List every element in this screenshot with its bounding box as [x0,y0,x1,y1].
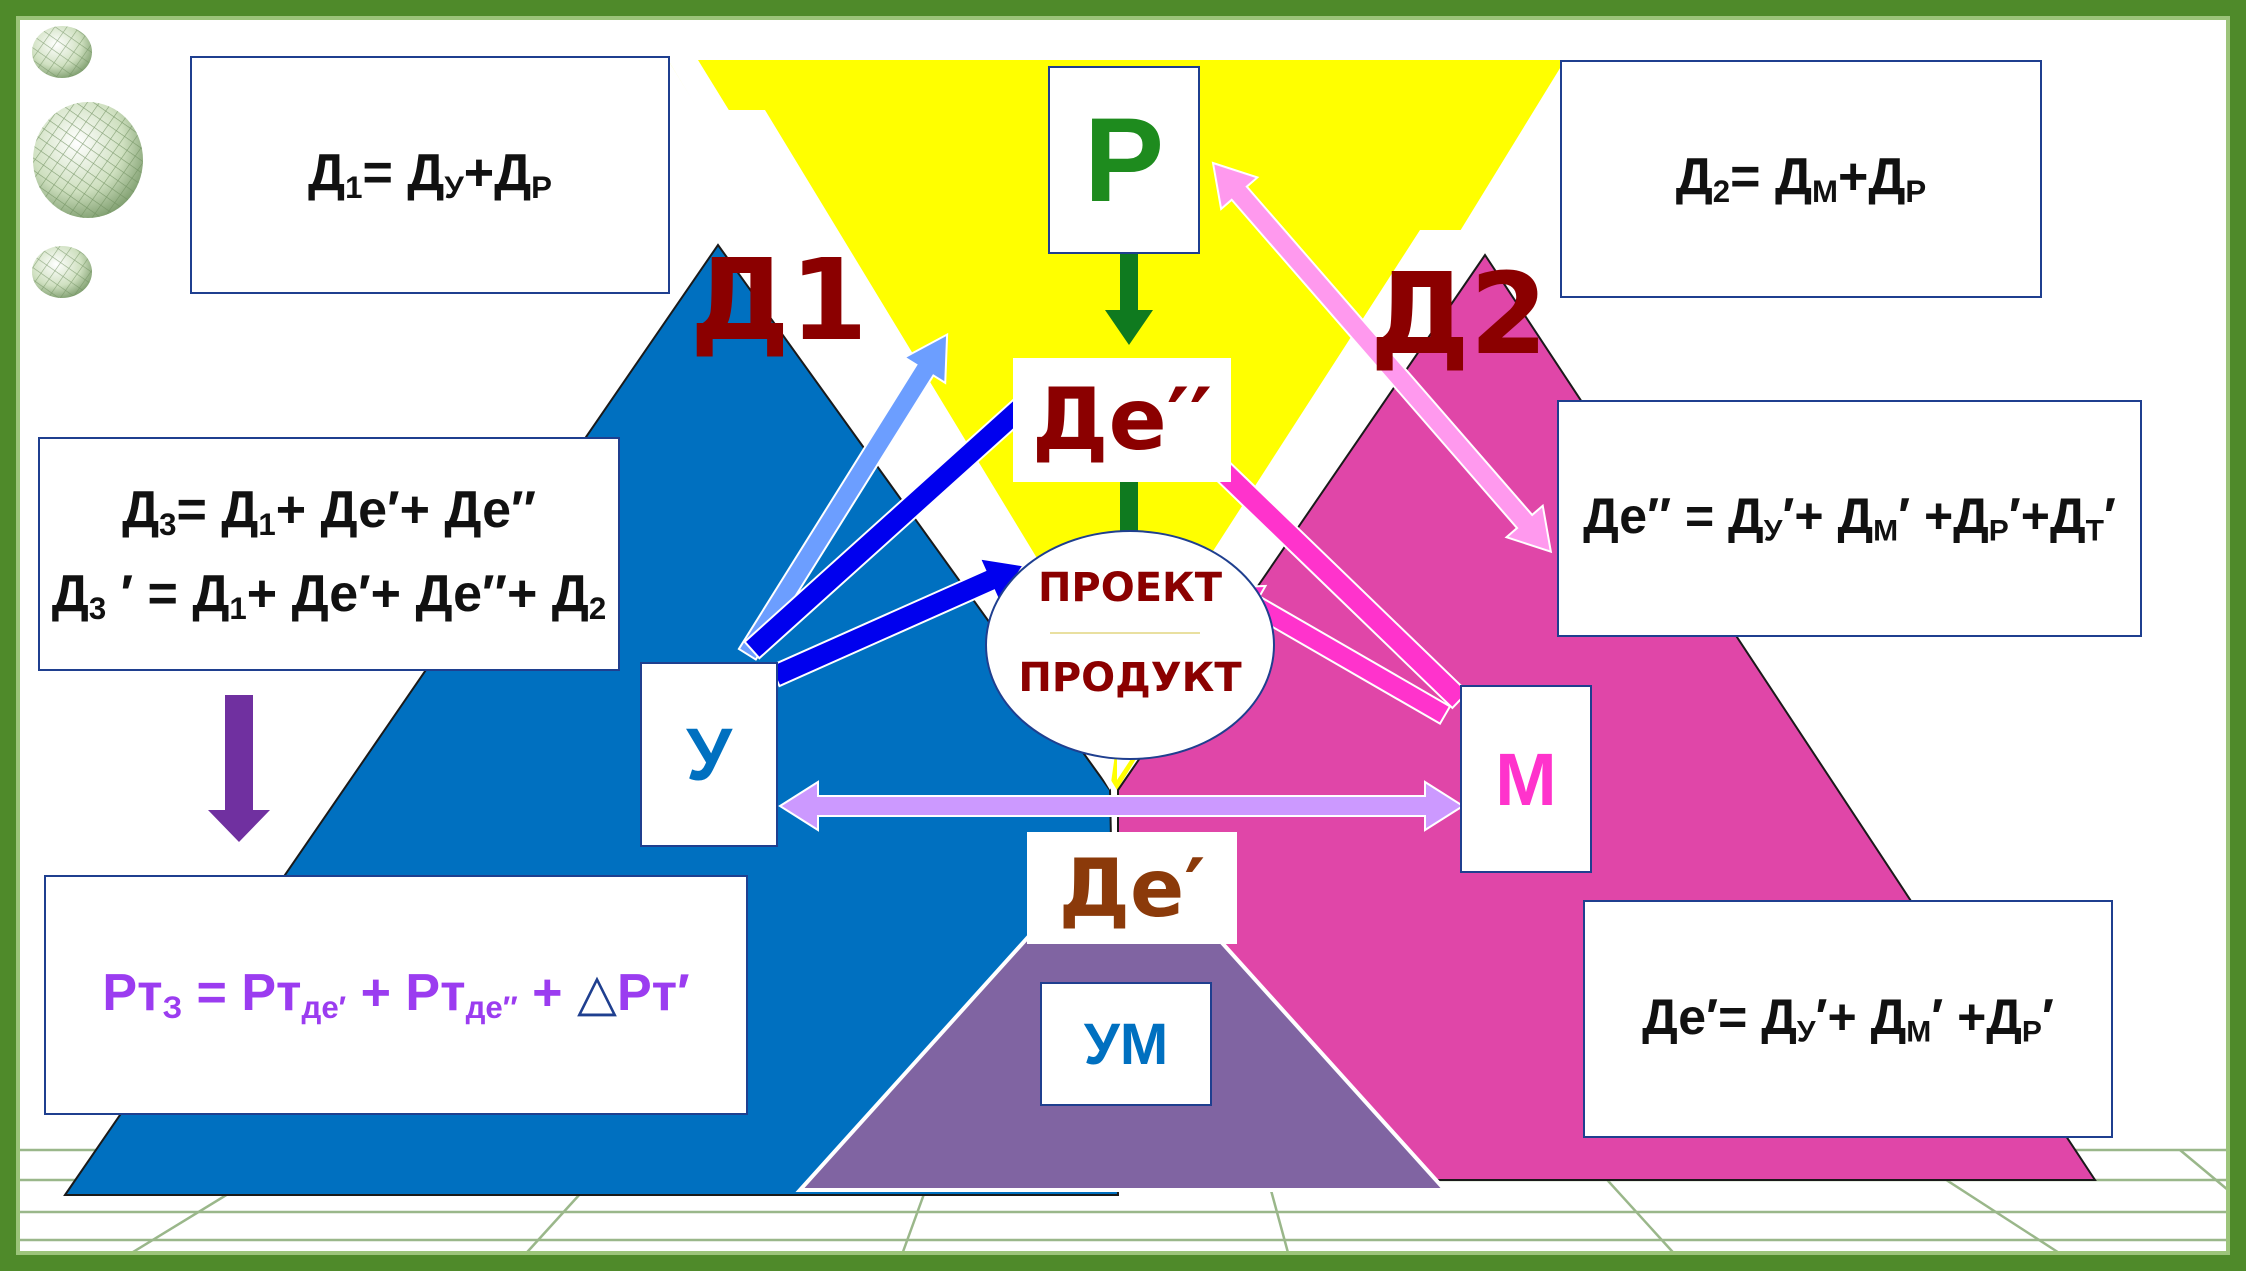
de2-sub: Р [1988,514,2009,548]
node-p: Р [1048,66,1200,254]
node-um: УМ [1040,982,1212,1106]
d3-part: Д [51,565,89,623]
de1-part: ′+ Д [1815,988,1907,1045]
node-de-double: Де′′ [1013,358,1231,482]
de1-sub: М [1906,1015,1932,1048]
de1-sub: У [1796,1015,1816,1048]
d3-part: + Де′+ Де′′+ Д [246,565,589,623]
formula-box-rt: РтЗ = Ртде′ + Ртде′′ + △Рт′ [44,875,748,1115]
de2-sub: М [1873,514,1899,548]
rt-part: Рт′ [616,964,690,1023]
d1-part: Д [308,144,346,203]
d3-sub: 3 [159,507,177,543]
de1-part: ′ [2041,988,2054,1045]
ellipse-divider [1050,632,1200,634]
formula-rt: РтЗ = Ртде′ + Ртде′′ + △Рт′ [102,963,690,1026]
formula-de-single: Де′= ДУ′+ ДМ′ +ДР′ [1642,989,2054,1050]
de2-part: ′ [2103,488,2116,544]
de1-part: ′ +Д [1931,988,2022,1045]
node-u-label: У [685,713,733,796]
d2-sub: Р [1905,173,1927,209]
node-p-label: Р [1083,93,1165,227]
de2-sub: У [1763,514,1783,548]
rt-sub: де′ [301,989,347,1025]
d3-part: Д [122,481,160,540]
d3-sub: 2 [588,590,607,626]
rt-part: Рт [102,964,163,1023]
d2-part: Д [1675,148,1713,207]
d2-part: +Д [1838,148,1906,207]
label-d1: Д1 [690,236,868,366]
d3-sub: 1 [229,590,247,626]
d3-sub: 1 [258,507,276,543]
rt-part: + Рт [346,964,466,1023]
d2-sub: М [1812,173,1838,209]
de2-part: ′+Д [2008,488,2086,544]
d3-part: ′ = Д [106,565,230,623]
formula-d2: Д2= ДМ+ДР [1676,148,1926,210]
project-label: ПРОЕКТ [1037,565,1223,611]
node-de-single-label: Де′ [1058,841,1206,935]
node-u: У [640,662,778,847]
node-de-double-label: Де′′ [1031,370,1213,470]
de2-sub: Т [2085,514,2104,548]
formula-box-d2: Д2= ДМ+ДР [1560,60,2042,298]
node-m-label: М [1495,737,1557,821]
formula-box-de-single: Де′= ДУ′+ ДМ′ +ДР′ [1583,900,2113,1138]
node-de-single: Де′ [1027,832,1237,944]
d1-part: = Д [362,144,445,203]
de2-part: ′+ Д [1782,488,1874,544]
label-d2: Д2 [1370,250,1548,380]
d2-part: = Д [1730,148,1813,207]
de1-sub: Р [2021,1015,2042,1048]
arrow-p-to-de-double [1105,238,1153,345]
rt-part: + [517,964,577,1023]
d2-sub: 2 [1712,173,1731,209]
d3-part: + Де′+ Де′′ [275,481,536,540]
formula-box-d3: Д3= Д1+ Де′+ Де′′ Д3 ′ = Д1+ Де′+ Де′′+ … [38,437,620,671]
node-m: М [1460,685,1592,873]
arrow-p-to-m [1211,161,1553,554]
rt-sub: З [162,989,183,1025]
rt-sub: де′′ [465,989,518,1025]
formula-box-de-double: Де′′ = ДУ′+ ДМ′ +ДР′+ДТ′ [1557,400,2142,637]
formula-d3-line2: Д3 ′ = Д1+ Де′+ Де′′+ Д2 [52,565,606,627]
d3-part: = Д [176,481,259,540]
de1-part: Де′= Д [1642,988,1797,1045]
formula-d1: Д1= ДУ+ДР [308,144,552,206]
de2-part: Де′′ = Д [1583,488,1764,544]
d1-sub: 1 [345,169,363,205]
project-product-ellipse [985,530,1275,760]
d1-sub: Р [531,169,552,205]
rt-part: = Рт [182,964,302,1023]
product-label: ПРОДУКТ [1018,655,1242,701]
delta-icon: △ [576,963,617,1024]
de2-part: ′ +Д [1898,488,1989,544]
decorative-spheres [32,26,143,298]
node-um-label: УМ [1083,1011,1169,1077]
formula-d3-line1: Д3= Д1+ Де′+ Де′′ [122,481,536,543]
d1-part: +Д [463,144,532,203]
formula-box-d1: Д1= ДУ+ДР [190,56,670,294]
d1-sub: У [444,169,464,205]
arrow-d3-to-rt [208,695,270,842]
d3-sub: 3 [88,590,107,626]
formula-de-double: Де′′ = ДУ′+ ДМ′ +ДР′+ДТ′ [1583,488,2116,549]
